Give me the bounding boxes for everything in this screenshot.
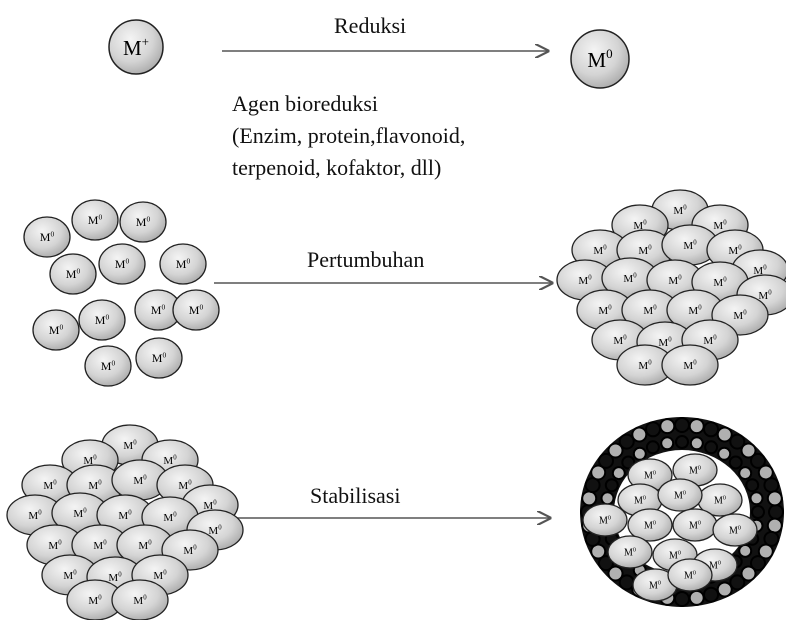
agent-examples-line2: terpenoid, kofaktor, dll) xyxy=(232,152,465,184)
stabilizer-bead xyxy=(718,428,732,442)
stabilizer-bead xyxy=(769,505,783,519)
agent-examples-line1: (Enzim, protein,flavonoid, xyxy=(232,120,465,152)
stabilization-label: Stabilisasi xyxy=(310,482,400,510)
stabilizer-bead xyxy=(620,435,634,449)
stabilizer-bead xyxy=(613,467,625,479)
bioreduction-agent-text: Agen bioreduksi (Enzim, protein,flavonoi… xyxy=(232,88,465,184)
free-atom: M0 xyxy=(79,300,125,340)
free-atom: M0 xyxy=(173,290,219,330)
free-atom: M0 xyxy=(160,244,206,284)
growth-label: Pertumbuhan xyxy=(307,246,424,274)
stabilizer-bead xyxy=(690,591,704,605)
stabilizer-bead xyxy=(675,592,689,606)
stabilizer-bead xyxy=(646,422,660,436)
free-atom: M0 xyxy=(85,346,131,386)
free-atom: M0 xyxy=(50,254,96,294)
free-atom: M0 xyxy=(99,244,145,284)
stabilizer-bead xyxy=(704,422,718,436)
stabilizer-bead xyxy=(730,575,744,589)
core-atom: M0 xyxy=(713,514,757,546)
stabilizer-bead xyxy=(751,492,763,504)
cluster-atom: M0 xyxy=(662,345,718,385)
core-atom: M0 xyxy=(673,509,717,541)
free-atom: M0 xyxy=(24,217,70,257)
stabilizer-bead xyxy=(647,441,659,453)
stabilizer-bead xyxy=(739,545,751,557)
stabilizer-bead xyxy=(606,479,618,491)
agent-title: Agen bioreduksi xyxy=(232,88,465,120)
stabilizer-bead xyxy=(730,457,742,469)
stabilizer-bead xyxy=(691,437,703,449)
stabilizer-bead xyxy=(752,506,764,518)
stabilizer-bead xyxy=(582,491,596,505)
free-atom: M0 xyxy=(72,200,118,240)
stabilizer-bead xyxy=(768,491,782,505)
stabilizer-bead xyxy=(768,519,782,533)
stabilizer-bead xyxy=(718,448,730,460)
stabilizer-bead xyxy=(634,448,646,460)
stabilizer-bead xyxy=(764,478,778,492)
stabilizer-bead xyxy=(705,441,717,453)
stabilizer-bead xyxy=(746,479,758,491)
reduction-label: Reduksi xyxy=(334,12,406,40)
free-atom: M0 xyxy=(120,202,166,242)
stabilizer-bead xyxy=(704,588,718,602)
free-atom: M0 xyxy=(33,310,79,350)
stabilizer-bead xyxy=(660,419,674,433)
core-atom: M0 xyxy=(583,504,627,536)
stabilizer-bead xyxy=(718,583,732,597)
core-atom: M0 xyxy=(608,536,652,568)
stabilizer-bead xyxy=(676,436,688,448)
cluster-atom: M0 xyxy=(112,580,168,620)
stabilizer-bead xyxy=(690,419,704,433)
core-atom: M0 xyxy=(658,479,702,511)
stabilizer-bead xyxy=(602,492,614,504)
free-atom: M0 xyxy=(136,338,182,378)
stabilizer-bead xyxy=(675,418,689,432)
stabilizer-bead xyxy=(661,437,673,449)
stabilizer-bead xyxy=(632,428,646,442)
stabilizer-bead xyxy=(739,467,751,479)
core-atom: M0 xyxy=(668,559,712,591)
